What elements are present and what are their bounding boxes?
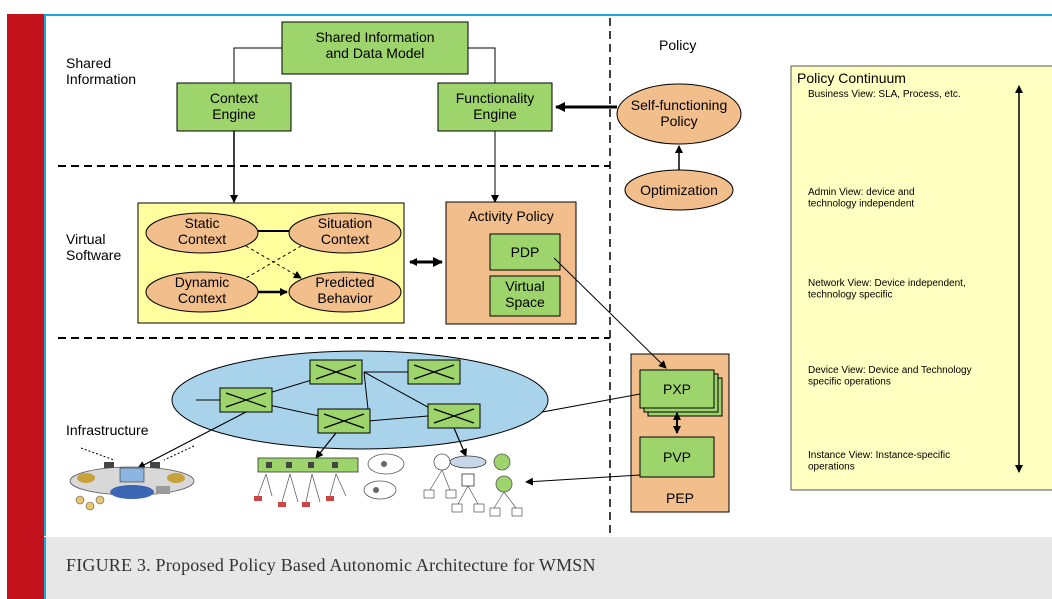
figure-caption-box: FIGURE 3. Proposed Policy Based Autonomi… <box>44 537 1052 599</box>
dotted-link-1 <box>80 447 115 461</box>
activity-policy-label: Activity Policy <box>468 208 554 224</box>
dotted-link-2 <box>163 445 195 461</box>
switch-icon-5 <box>427 403 481 429</box>
connector-model-functionality <box>468 47 496 83</box>
pxp-box <box>639 369 715 409</box>
switch-icon-3 <box>407 359 461 385</box>
arrow-pdp-to-pxp <box>553 257 667 369</box>
functionality-engine-box <box>437 82 553 132</box>
figure-caption: FIGURE 3. Proposed Policy Based Autonomi… <box>66 555 596 575</box>
sensor-network-icon-2 <box>254 453 405 507</box>
situation-context-ellipse <box>288 212 402 254</box>
pxp-label: PXP <box>663 381 691 397</box>
predicted-behavior-ellipse <box>288 271 402 313</box>
static-context-ellipse <box>145 212 259 254</box>
sensor-network-icon-3 <box>423 453 523 517</box>
policy-view-business: Business View: SLA, Process, etc. <box>808 89 961 100</box>
optimization-label: Optimization <box>640 182 718 198</box>
switch-icon-2 <box>309 359 363 385</box>
link-situation-dynamic <box>245 245 302 279</box>
switch-icon-4 <box>317 408 371 434</box>
pvp-box <box>639 436 715 478</box>
policy-view-network: Network View: Device independent,technol… <box>808 278 966 301</box>
connector-model-context <box>233 47 282 83</box>
virtual-space-box <box>489 275 561 317</box>
layer-label-policy: Policy <box>659 37 696 53</box>
arrow-pvp-to-devices <box>525 474 641 486</box>
policy-continuum-panel <box>790 65 1052 491</box>
layer-label-infrastructure: Infrastructure <box>66 422 149 438</box>
arrow-switch-to-sensors-2 <box>315 432 337 459</box>
pdp-box <box>489 233 561 271</box>
arrow-switch-to-sensors-1 <box>137 411 247 469</box>
red-side-bar <box>7 14 44 599</box>
pep-label: PEP <box>666 490 694 506</box>
arrow-switch-to-sensors-3 <box>453 427 467 457</box>
sensor-network-icon-1 <box>69 462 195 511</box>
self-functioning-policy-ellipse <box>616 83 742 145</box>
shared-model-box <box>281 21 469 75</box>
pvp-label: PVP <box>663 449 691 465</box>
switch-icon-1 <box>219 387 273 413</box>
pdp-label: PDP <box>511 244 540 260</box>
policy-continuum-title: Policy Continuum <box>797 70 906 86</box>
